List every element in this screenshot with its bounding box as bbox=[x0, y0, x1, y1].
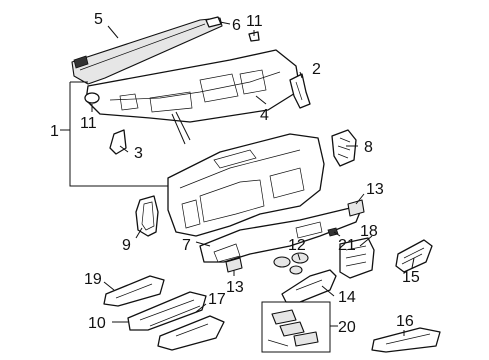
callout-13-lower: 13 bbox=[226, 279, 244, 296]
callout-13-upper: 13 bbox=[366, 181, 384, 198]
callout-9: 9 bbox=[122, 237, 131, 254]
part-20-box bbox=[261, 301, 331, 353]
part-13-vent-lower bbox=[225, 257, 243, 273]
leader-7 bbox=[195, 241, 211, 247]
leader-21 bbox=[333, 231, 341, 237]
part-1-panel-carrier bbox=[167, 133, 325, 237]
part-11-round-clip bbox=[84, 92, 100, 104]
callout-7: 7 bbox=[182, 237, 191, 254]
part-18-console-bracket bbox=[339, 237, 375, 279]
leader-17 bbox=[195, 303, 207, 313]
leader-5 bbox=[107, 25, 119, 39]
leader-2 bbox=[299, 71, 303, 79]
part-21-switch bbox=[327, 227, 339, 237]
callout-17: 17 bbox=[208, 291, 226, 308]
leader-19 bbox=[103, 281, 115, 291]
leader-4 bbox=[255, 95, 267, 105]
part-11-clip-upper bbox=[248, 31, 260, 42]
leader-1-bracket bbox=[69, 82, 168, 187]
part-8-side-cover bbox=[331, 129, 357, 167]
part-4-upper-panel bbox=[85, 49, 301, 145]
part-10-lower-panel bbox=[127, 291, 207, 331]
callout-12: 12 bbox=[288, 237, 306, 254]
callout-10: 10 bbox=[88, 315, 106, 332]
leader-6 bbox=[219, 21, 231, 25]
part-12-vents bbox=[273, 252, 309, 275]
leader-3 bbox=[119, 145, 129, 153]
part-16-floor-panel bbox=[371, 327, 441, 353]
part-7-cluster-bezel bbox=[199, 207, 361, 263]
part-5-dash-top-pad bbox=[71, 17, 223, 85]
callout-1: 1 bbox=[50, 123, 59, 140]
part-15-side-trim bbox=[395, 239, 433, 273]
leader-13-upper bbox=[355, 193, 365, 205]
callout-6: 6 bbox=[232, 17, 241, 34]
part-17-insulator bbox=[157, 315, 225, 351]
callout-2: 2 bbox=[312, 61, 321, 78]
leader-18 bbox=[359, 235, 373, 247]
callout-4: 4 bbox=[260, 107, 269, 124]
part-9-gasket bbox=[135, 195, 159, 237]
leader-12 bbox=[297, 253, 301, 261]
callouts: 1 2 3 4 5 6 7 8 9 10 11 11 12 13 13 14 1… bbox=[50, 11, 420, 336]
callout-18: 18 bbox=[360, 223, 378, 240]
callout-3: 3 bbox=[134, 145, 143, 162]
part-3-bracket bbox=[109, 129, 127, 155]
callout-14: 14 bbox=[338, 289, 356, 306]
part-14-knee-bolster bbox=[281, 269, 337, 303]
leader-9 bbox=[135, 227, 143, 239]
callout-21: 21 bbox=[338, 237, 356, 254]
part-13-vent-upper bbox=[347, 199, 365, 217]
leader-15 bbox=[411, 257, 415, 269]
part-6-clip bbox=[205, 16, 222, 28]
callout-11-lower: 11 bbox=[80, 115, 97, 132]
callout-11-upper: 11 bbox=[246, 13, 263, 30]
callout-8: 8 bbox=[364, 139, 373, 156]
leader-lines bbox=[60, 21, 415, 336]
part-19-lower-trim bbox=[103, 275, 165, 307]
callout-15: 15 bbox=[402, 269, 420, 286]
leader-14 bbox=[321, 285, 335, 297]
part-2-bracket bbox=[289, 73, 311, 109]
callout-16: 16 bbox=[396, 313, 414, 330]
callout-5: 5 bbox=[94, 11, 103, 28]
callout-20: 20 bbox=[338, 319, 356, 336]
callout-19: 19 bbox=[84, 271, 102, 288]
